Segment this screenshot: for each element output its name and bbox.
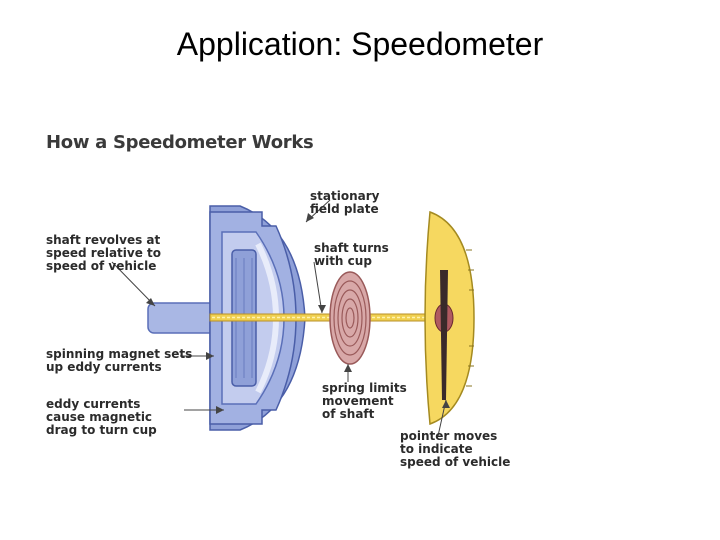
input-shaft — [147, 302, 221, 334]
leader-arrows — [146, 213, 450, 414]
label-eddy-currents: eddy currents cause magnetic drag to tur… — [46, 397, 157, 437]
label-shaft-revolves: shaft revolves at speed relative to spee… — [46, 233, 162, 273]
label-shaft-turns: shaft turns with cup — [314, 241, 389, 268]
label-spring-limits: spring limits movement of shaft — [322, 381, 407, 421]
label-spinning-magnet: spinning magnet sets up eddy currents — [46, 347, 193, 374]
pointer — [440, 270, 448, 400]
slide-title: Application: Speedometer — [176, 26, 544, 62]
label-field-plate: stationary field plate — [310, 189, 380, 216]
diagram-title: How a Speedometer Works — [46, 132, 314, 153]
label-pointer-moves: pointer moves to indicate speed of vehic… — [400, 429, 511, 469]
hairspring — [329, 271, 371, 365]
dial-ticks — [466, 249, 474, 387]
